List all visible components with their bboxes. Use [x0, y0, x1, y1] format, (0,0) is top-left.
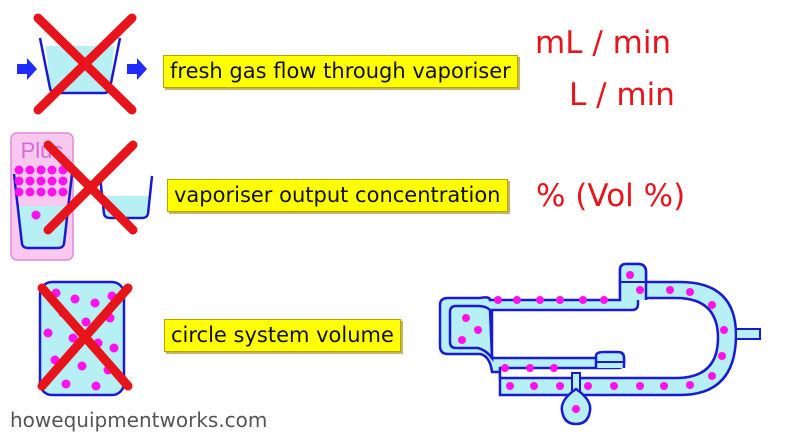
fresh-gas-flow-icon — [17, 13, 147, 115]
vaporiser-plus-icon: Plus — [10, 132, 74, 261]
vaporiser-output-icon: Plus — [10, 132, 154, 261]
circle-volume-label: circle system volume — [164, 319, 401, 352]
site-watermark: howequipmentworks.com — [10, 408, 268, 432]
unit-ml-per-min: mL / min — [535, 25, 672, 61]
unit-percent-vol: % (Vol %) — [536, 178, 686, 214]
gas-bag-icon — [37, 280, 133, 397]
beaker-icon — [98, 175, 154, 220]
red-cross-icon — [43, 140, 138, 235]
fresh-gas-flow-label: fresh gas flow through vaporiser — [163, 55, 518, 88]
unit-l-per-min: L / min — [569, 77, 675, 113]
red-cross-icon — [37, 283, 133, 391]
arrow-right-icon — [17, 58, 37, 80]
arrow-right-icon — [127, 58, 147, 80]
red-cross-icon — [33, 13, 137, 115]
circle-system-icon — [438, 262, 761, 426]
vaporiser-output-label: vaporiser output concentration — [167, 179, 508, 212]
